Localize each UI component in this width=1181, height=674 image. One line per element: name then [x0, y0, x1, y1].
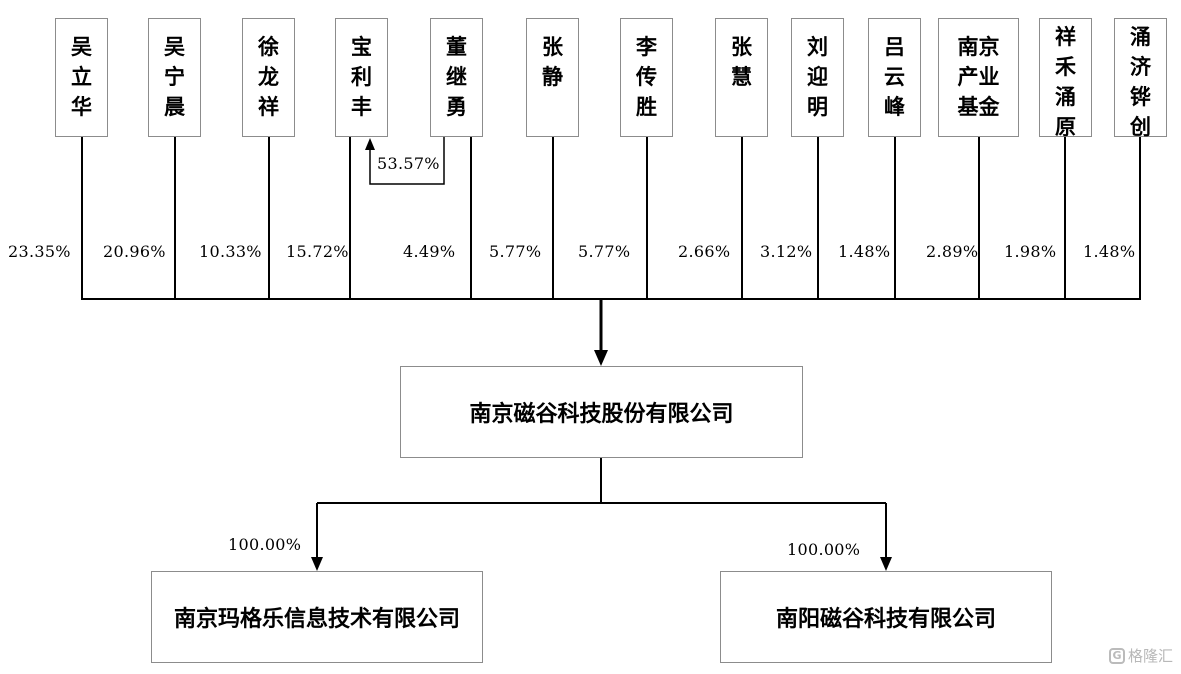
bus-to-company-arrowhead: [594, 350, 608, 366]
holder-char: 禾: [1055, 55, 1076, 79]
holder-box-5: 张 静: [526, 18, 579, 137]
subsidiary-right-arrowhead: [880, 557, 892, 571]
holder-box-10: 南京 产业 基金: [938, 18, 1019, 137]
share-label-6: 5.77%: [578, 242, 631, 261]
holder-char: 晨: [164, 95, 185, 119]
holder-char: 创: [1130, 115, 1151, 139]
holder-box-3: 宝 利 丰: [335, 18, 388, 137]
holder-char: 慧: [731, 65, 752, 89]
holder-char: 利: [351, 65, 372, 89]
subsidiary-name-right: 南阳磁谷科技有限公司: [775, 607, 996, 632]
holder-char: 董: [446, 35, 467, 59]
share-label-1: 20.96%: [103, 242, 166, 261]
share-label-12: 1.48%: [1083, 242, 1136, 261]
holder-box-6: 李 传 胜: [620, 18, 673, 137]
holder-char: 立: [71, 65, 92, 89]
holder-line-4: [470, 137, 472, 300]
holder-char: 刘: [807, 35, 828, 59]
holder-line-11: [1064, 137, 1066, 300]
holder-bus-line: [81, 298, 1141, 300]
holder-char: 张: [731, 35, 752, 59]
holder-char: 基金: [957, 95, 1000, 119]
holder-char: 铧: [1130, 85, 1151, 109]
subsidiary-box-right: 南阳磁谷科技有限公司: [720, 571, 1052, 663]
subsidiary-name-left: 南京玛格乐信息技术有限公司: [173, 607, 460, 632]
holder-line-3: [349, 137, 351, 300]
share-label-11: 1.98%: [1004, 242, 1057, 261]
inner-link-label: 53.57%: [377, 154, 440, 173]
holder-box-11: 祥 禾 涌 原: [1039, 18, 1092, 139]
holder-line-8: [817, 137, 819, 300]
holder-char: 南京: [957, 35, 1000, 59]
holder-char: 李: [636, 35, 657, 59]
share-label-0: 23.35%: [8, 242, 71, 261]
share-label-4: 4.49%: [403, 242, 456, 261]
holder-line-7: [741, 137, 743, 300]
holder-char: 峰: [884, 95, 905, 119]
holder-char: 静: [542, 65, 563, 89]
subsidiary-share-left: 100.00%: [228, 535, 302, 554]
holder-char: 涌: [1130, 25, 1151, 49]
holder-char: 吴: [164, 35, 185, 59]
holder-char: 传: [636, 65, 657, 89]
holder-box-1: 吴 宁 晨: [148, 18, 201, 137]
holder-char: 丰: [351, 95, 372, 119]
holder-box-7: 张 慧: [715, 18, 768, 137]
holder-line-0: [81, 137, 83, 300]
share-label-7: 2.66%: [678, 242, 731, 261]
holder-char: 明: [807, 95, 828, 119]
holder-char: 吕: [884, 35, 905, 59]
holder-char: 宝: [351, 35, 372, 59]
watermark-logo-icon: G: [1108, 647, 1125, 664]
holder-char: 龙: [258, 65, 279, 89]
holder-line-5: [552, 137, 554, 300]
company-name: 南京磁谷科技股份有限公司: [469, 402, 734, 427]
share-label-5: 5.77%: [489, 242, 542, 261]
holder-char: 济: [1130, 55, 1151, 79]
holder-box-2: 徐 龙 祥: [242, 18, 295, 137]
watermark-text: 格隆汇: [1127, 647, 1173, 665]
share-label-10: 2.89%: [926, 242, 979, 261]
watermark: G 格隆汇: [1108, 645, 1173, 666]
holder-char: 产业: [957, 65, 1000, 89]
holder-box-9: 吕 云 峰: [868, 18, 921, 137]
holder-char: 勇: [446, 95, 467, 119]
holder-char: 张: [542, 35, 563, 59]
holder-char: 徐: [258, 35, 279, 59]
holder-char: 华: [71, 95, 92, 119]
subsidiary-share-right: 100.00%: [787, 540, 861, 559]
share-label-2: 10.33%: [199, 242, 262, 261]
holder-char: 吴: [71, 35, 92, 59]
holder-line-1: [174, 137, 176, 300]
holder-line-12: [1139, 137, 1141, 300]
holder-char: 原: [1055, 115, 1076, 139]
holder-line-2: [268, 137, 270, 300]
subsidiary-box-left: 南京玛格乐信息技术有限公司: [151, 571, 483, 663]
holder-line-10: [978, 137, 980, 300]
share-label-8: 3.12%: [760, 242, 813, 261]
inner-link-arrow: [369, 137, 445, 185]
holder-char: 涌: [1055, 85, 1076, 109]
share-label-3: 15.72%: [286, 242, 349, 261]
holder-char: 宁: [164, 65, 185, 89]
holder-char: 胜: [636, 95, 657, 119]
holder-box-4: 董 继 勇: [430, 18, 483, 137]
company-box: 南京磁谷科技股份有限公司: [400, 366, 803, 458]
holder-line-9: [894, 137, 896, 300]
inner-link-arrowhead: [365, 138, 375, 150]
holder-box-8: 刘 迎 明: [791, 18, 844, 137]
holder-char: 继: [446, 65, 467, 89]
holder-box-12: 涌 济 铧 创: [1114, 18, 1167, 139]
holder-char: 祥: [258, 95, 279, 119]
holder-char: 迎: [807, 65, 828, 89]
share-label-9: 1.48%: [838, 242, 891, 261]
holder-char: 云: [884, 65, 905, 89]
holder-box-0: 吴 立 华: [55, 18, 108, 137]
subsidiary-left-arrowhead: [311, 557, 323, 571]
holder-char: 祥: [1055, 25, 1076, 49]
holder-line-6: [646, 137, 648, 300]
